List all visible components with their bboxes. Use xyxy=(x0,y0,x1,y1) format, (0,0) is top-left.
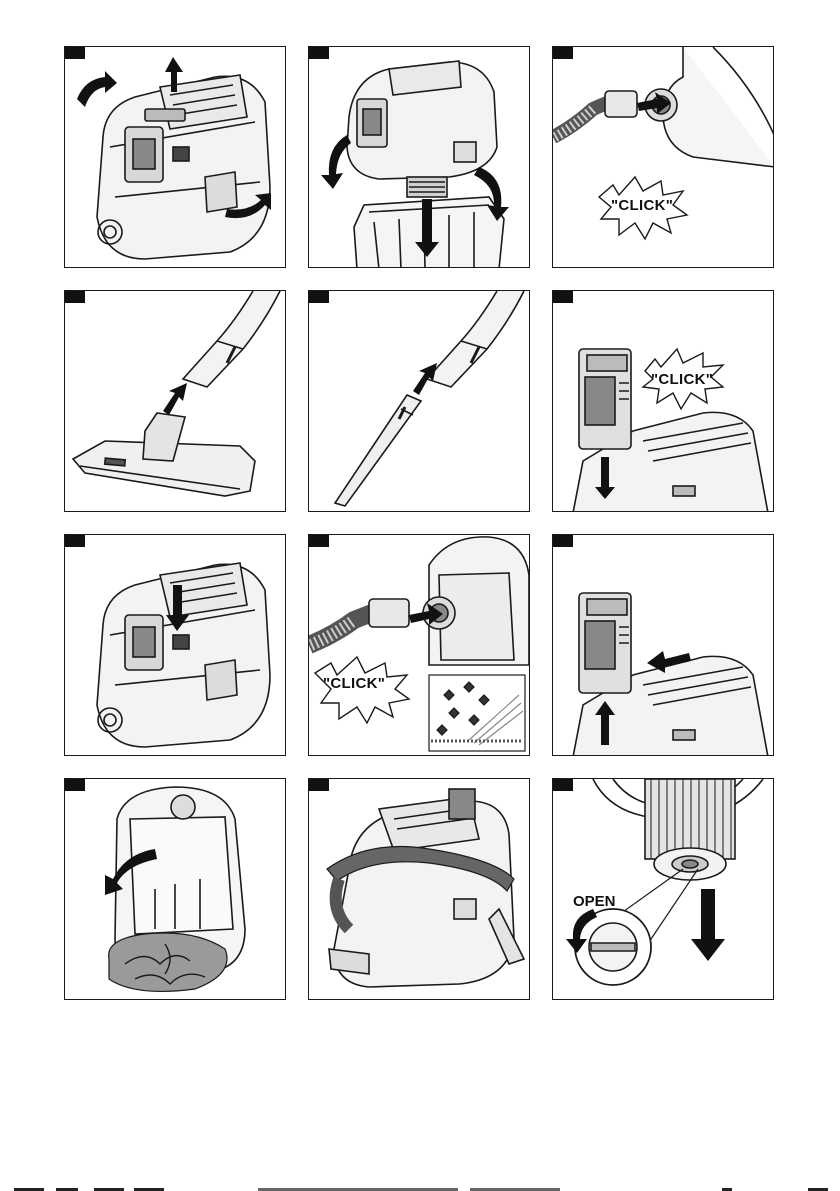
step-panel-9 xyxy=(552,534,774,756)
illustration-connect-hose xyxy=(553,47,774,268)
illustration-press-button xyxy=(65,535,286,756)
arrow-up-right-icon xyxy=(163,383,187,415)
arrow-up-right-icon xyxy=(413,363,437,395)
curved-arrow-icon xyxy=(321,135,351,189)
illustration-storage-hose-wrapped xyxy=(309,779,530,1000)
step-panel-5 xyxy=(308,290,530,512)
step-panel-6: "CLICK" xyxy=(552,290,774,512)
illustration-attach-crevice-nozzle xyxy=(309,291,530,512)
step-panel-12: OPEN xyxy=(552,778,774,1000)
step-panel-1 xyxy=(64,46,286,268)
wet-dry-inset xyxy=(429,675,525,751)
arrow-down-icon xyxy=(691,889,725,961)
illustration-remove-head xyxy=(65,47,286,268)
curved-arrow-icon xyxy=(77,71,117,107)
illustration-connect-hose-wet xyxy=(309,535,530,756)
step-panel-8: "CLICK" xyxy=(308,534,530,756)
open-label: OPEN xyxy=(573,893,616,910)
illustration-open-filter xyxy=(553,779,774,1000)
step-panel-10 xyxy=(64,778,286,1000)
step-panel-4 xyxy=(64,290,286,512)
click-label: "CLICK" xyxy=(611,197,673,214)
step-panel-11 xyxy=(308,778,530,1000)
click-label: "CLICK" xyxy=(651,371,713,388)
click-label: "CLICK" xyxy=(323,675,385,692)
step-panel-2 xyxy=(308,46,530,268)
illustration-remove-battery xyxy=(553,535,774,756)
step-panel-3: "CLICK" xyxy=(552,46,774,268)
illustration-lift-head xyxy=(309,47,530,268)
step-panel-7 xyxy=(64,534,286,756)
footer-print-marks xyxy=(0,1185,840,1191)
illustration-insert-battery xyxy=(553,291,774,512)
illustration-attach-floor-nozzle xyxy=(65,291,286,512)
illustration-empty-container xyxy=(65,779,286,1000)
